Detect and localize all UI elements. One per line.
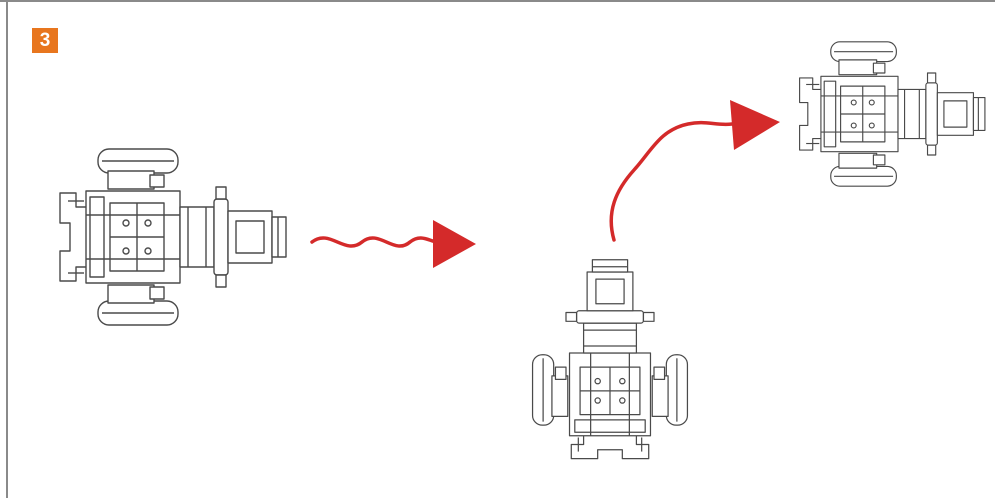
arrow-head-icon bbox=[730, 100, 780, 150]
curved-arrow-icon bbox=[611, 123, 732, 240]
robot-start-icon bbox=[60, 149, 286, 325]
wavy-arrow-icon bbox=[312, 238, 436, 246]
robot-end-icon bbox=[800, 42, 985, 186]
arrow-head-icon bbox=[433, 220, 476, 268]
robot-turning-icon bbox=[533, 260, 688, 459]
